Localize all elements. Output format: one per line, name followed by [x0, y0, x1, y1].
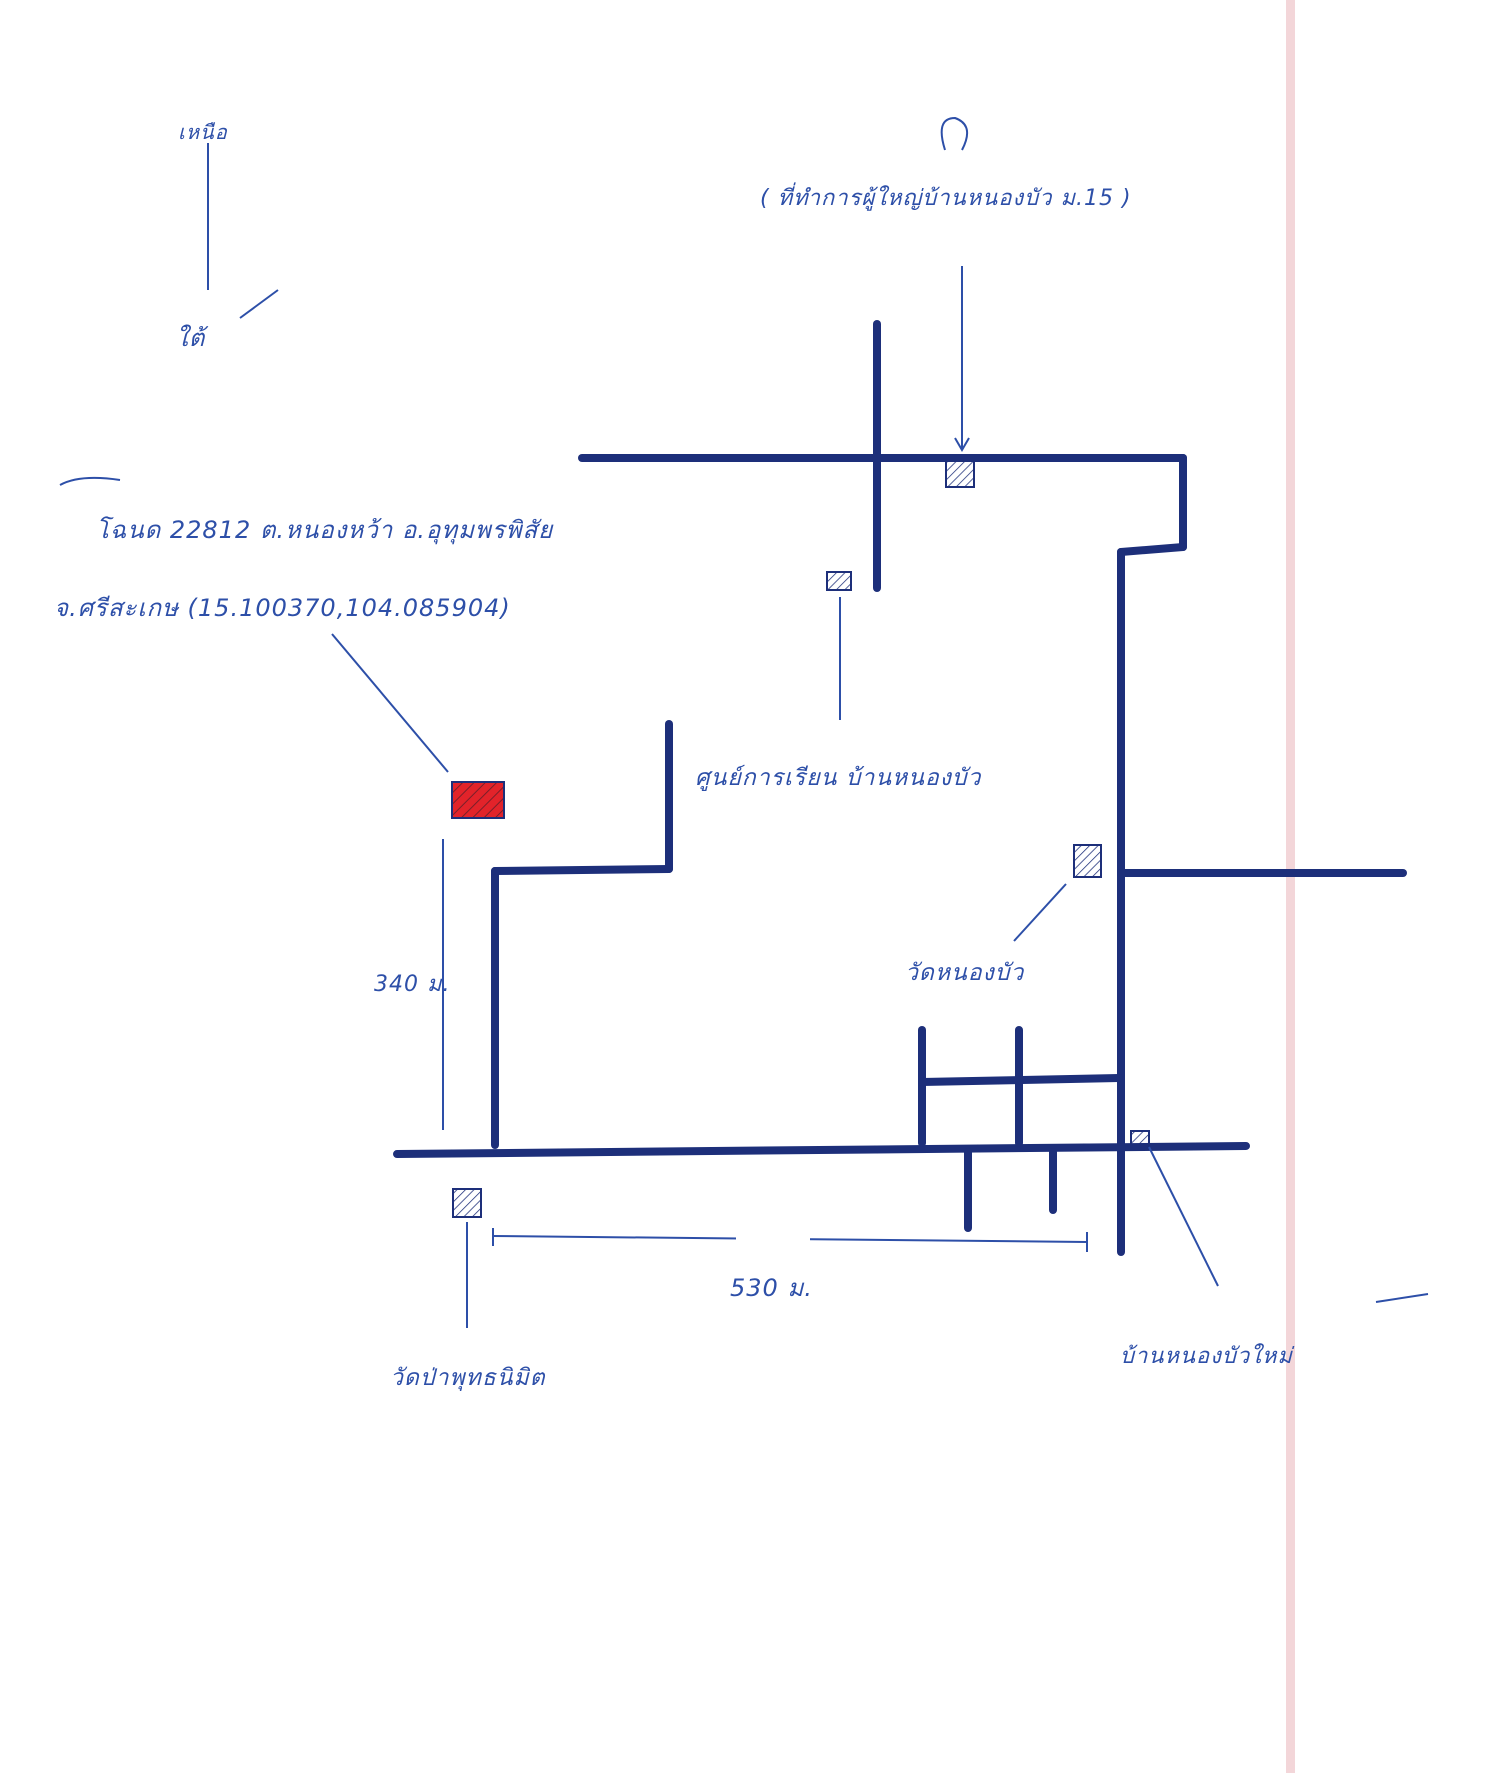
- wat-pa-label: วัดป่าพุทธนิมิต: [390, 1365, 546, 1391]
- roads: [393, 320, 1407, 1256]
- ban-nong-bua-mai-label: บ้านหนองบัวใหม่: [1120, 1344, 1293, 1369]
- page-margin-line: [1286, 0, 1295, 1773]
- village-hall-marker: [945, 456, 975, 488]
- compass: [207, 143, 279, 319]
- ban-nong-bua-mai-tick: [1375, 1293, 1429, 1303]
- wat-nong-bua-label: วัดหนองบัว: [905, 960, 1025, 986]
- site-leader: [331, 633, 449, 773]
- ban-nong-bua-mai-marker: [1130, 1130, 1150, 1148]
- village-hall-arrowhead: [954, 437, 970, 452]
- wat-nong-bua-leader: [1013, 883, 1067, 942]
- north-label: เหนือ: [178, 120, 228, 144]
- ban-nong-bua-mai-leader: [1148, 1146, 1219, 1287]
- road-grid-h: [918, 1074, 1123, 1086]
- wat-nong-bua-marker: [1073, 844, 1102, 878]
- road-top-jog: [1117, 543, 1187, 556]
- learning-center-label: ศูนย์การเรียน บ้านหนองบัว: [695, 765, 982, 791]
- compass-tick: [239, 289, 279, 319]
- road-left-horizontal: [491, 865, 673, 875]
- wat-pa-marker: [452, 1188, 482, 1218]
- vertical-distance-label: 340 ม.: [374, 972, 451, 997]
- road-bottom: [393, 1142, 1250, 1158]
- horizontal-distance-label: 530 ม.: [730, 1274, 813, 1302]
- site-plot-marker: [451, 781, 505, 819]
- site-label-curl: [59, 476, 121, 486]
- village-hall-label: ( ที่ทำการผู้ใหญ่บ้านหนองบัว ม.15 ): [760, 186, 1132, 211]
- village-hall-curl: [940, 116, 969, 151]
- learning-center-marker: [826, 571, 852, 591]
- site-label-line2: จ.ศรีสะเกษ (15.100370,104.085904): [54, 594, 511, 622]
- leader-lines: [59, 116, 1429, 1328]
- dimension-gap: [736, 1226, 810, 1246]
- south-label: ใต้: [176, 324, 206, 352]
- site-label-line1: โฉนด 22812 ต.หนองหว้า อ.อุทุมพรพิสัย: [96, 516, 554, 544]
